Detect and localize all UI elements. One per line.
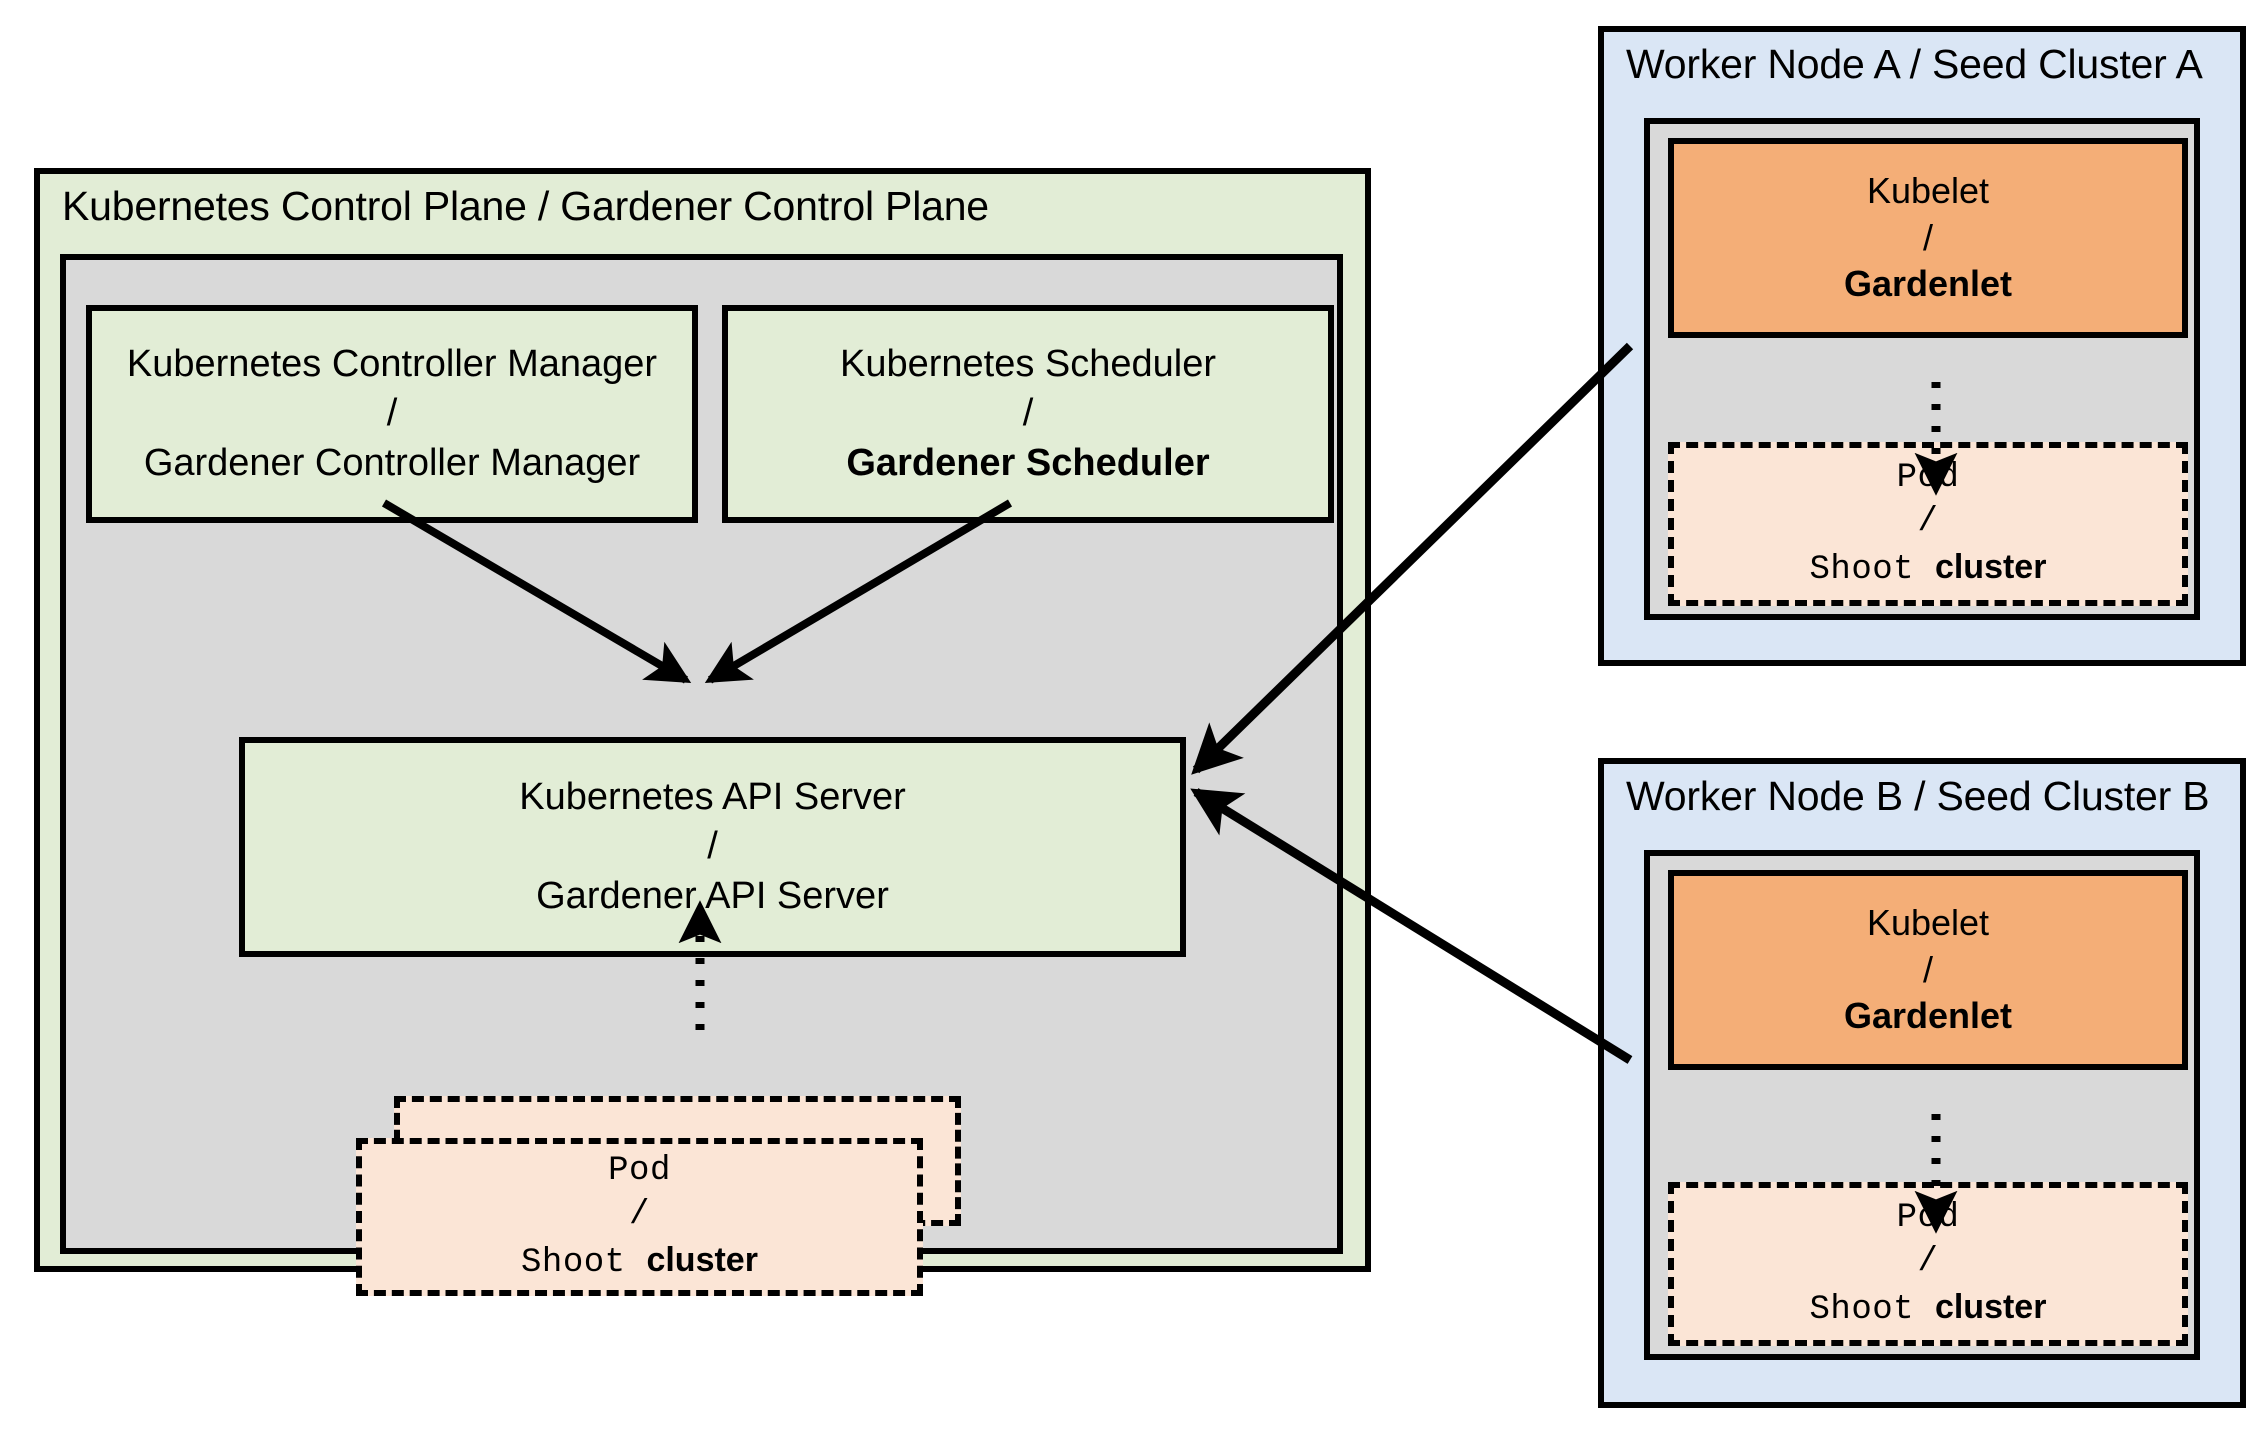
controller-manager-separator: / — [386, 392, 398, 435]
worker-node-b-agent-line1: Kubelet — [1866, 901, 1990, 943]
api-server-separator: / — [707, 825, 718, 868]
control-plane-pod-box[interactable]: Pod / Shoot cluster — [356, 1138, 923, 1296]
worker-node-a-agent-line2: Gardenlet — [1843, 263, 2013, 305]
api-server-line1: Kubernetes API Server — [519, 775, 906, 818]
worker-node-a-pod-line1: Pod — [1896, 459, 1960, 498]
worker-node-a-agent-separator: / — [1922, 216, 1933, 258]
worker-node-a-pod-shoot-text: Shoot — [1809, 550, 1935, 589]
control-plane-panel: Kubernetes Control Plane / Gardener Cont… — [34, 168, 1371, 1296]
controller-manager-line1: Kubernetes Controller Manager — [126, 342, 658, 385]
control-plane-title: Kubernetes Control Plane / Gardener Cont… — [62, 183, 989, 229]
worker-node-a-panel: Worker Node A / Seed Cluster A Kubelet /… — [1598, 26, 2246, 666]
worker-node-b-pod-cluster-text: cluster — [1934, 1287, 2047, 1326]
worker-node-b-pod-box[interactable]: Pod / Shoot cluster — [1668, 1182, 2188, 1346]
control-plane-inner-region: Kubernetes Controller Manager / Gardener… — [60, 254, 1343, 1296]
control-plane-pod-separator: / — [629, 1196, 650, 1235]
scheduler-separator: / — [1022, 392, 1034, 435]
control-plane-pod-line2: Shoot cluster — [521, 1238, 758, 1285]
worker-node-b-inner-region: Kubelet / Gardenlet Pod / Shoot cluster — [1644, 850, 2200, 1360]
worker-node-b-pod-separator: / — [1917, 1243, 1939, 1282]
worker-node-b-panel: Worker Node B / Seed Cluster B Kubelet /… — [1598, 758, 2246, 1408]
worker-node-a-pod-cluster-text: cluster — [1934, 547, 2047, 586]
controller-manager-line2: Gardener Controller Manager — [143, 441, 641, 484]
worker-node-a-agent-line1: Kubelet — [1866, 169, 1990, 211]
scheduler-box[interactable]: Kubernetes Scheduler / Gardener Schedule… — [722, 305, 1334, 523]
controller-manager-box[interactable]: Kubernetes Controller Manager / Gardener… — [86, 305, 698, 523]
api-server-line2: Gardener API Server — [536, 874, 889, 917]
control-plane-pod-cluster-text: cluster — [646, 1240, 758, 1279]
worker-node-b-pod-line2: Shoot cluster — [1810, 1285, 2047, 1332]
scheduler-line1: Kubernetes Scheduler — [839, 342, 1217, 385]
control-plane-pod-line1: Pod — [608, 1152, 671, 1191]
worker-node-a-pod-line2: Shoot cluster — [1810, 545, 2047, 592]
worker-node-b-agent-box[interactable]: Kubelet / Gardenlet — [1668, 870, 2188, 1070]
worker-node-b-agent-separator: / — [1922, 948, 1933, 990]
api-server-box[interactable]: Kubernetes API Server / Gardener API Ser… — [239, 737, 1186, 957]
worker-node-b-pod-line1: Pod — [1896, 1199, 1960, 1238]
worker-node-a-agent-box[interactable]: Kubelet / Gardenlet — [1668, 138, 2188, 338]
worker-node-a-inner-region: Kubelet / Gardenlet Pod / Shoot cluster — [1644, 118, 2200, 620]
worker-node-a-pod-separator: / — [1917, 503, 1939, 542]
worker-node-b-pod-shoot-text: Shoot — [1809, 1290, 1935, 1329]
worker-node-a-pod-box[interactable]: Pod / Shoot cluster — [1668, 442, 2188, 606]
worker-node-b-agent-line2: Gardenlet — [1843, 995, 2013, 1037]
scheduler-line2: Gardener Scheduler — [846, 441, 1210, 484]
worker-node-a-title: Worker Node A / Seed Cluster A — [1626, 41, 2203, 87]
control-plane-pod-shoot-text: Shoot — [521, 1243, 647, 1282]
worker-node-b-title: Worker Node B / Seed Cluster B — [1626, 773, 2210, 819]
